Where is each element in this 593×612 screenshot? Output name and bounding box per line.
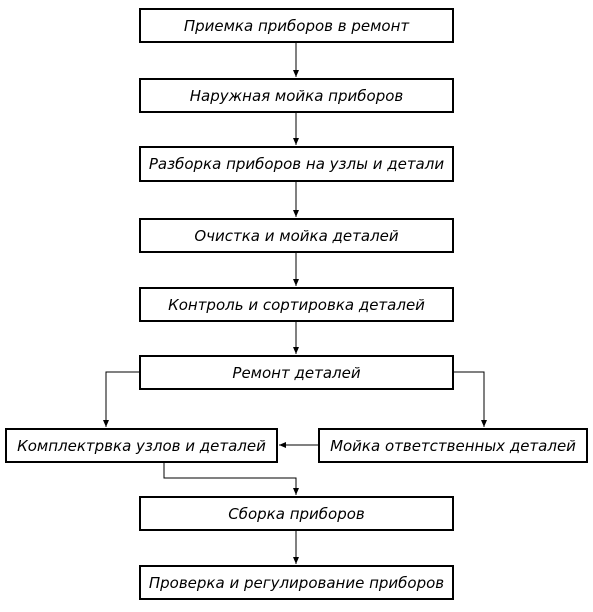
step-assembly-box: Сборка приборов — [139, 496, 454, 531]
step-testing-adjustment-box: Проверка и регулирование приборов — [139, 565, 454, 600]
step-critical-parts-wash-box: Мойка ответственных деталей — [318, 428, 588, 463]
step-parts-repair-box: Ремонт деталей — [139, 355, 454, 390]
step-external-wash-box: Наружная мойка приборов — [139, 78, 454, 113]
step-disassembly-box: Разборка приборов на узлы и детали — [139, 146, 454, 182]
step-receiving-box: Приемка приборов в ремонт — [139, 8, 454, 43]
arrow-s6-s8 — [454, 371, 487, 427]
arrow-s6-s7 — [103, 371, 139, 427]
step-cleaning-box: Очистка и мойка деталей — [139, 218, 454, 253]
arrow-s7-s9 — [163, 463, 299, 495]
step-inspection-box: Контроль и сортировка деталей — [139, 287, 454, 322]
step-kitting-box: Комплектрвка узлов и деталей — [5, 428, 278, 463]
